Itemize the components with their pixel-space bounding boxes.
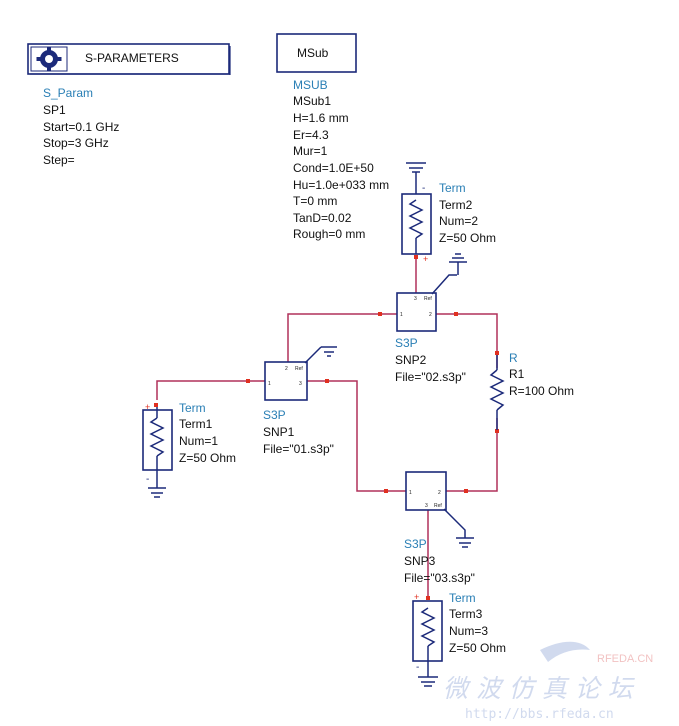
snp3-pin3: 3: [425, 503, 428, 509]
watermark: RFEDA.CN 微 波 仿 真 论 坛 http://bbs.rfeda.cn: [443, 641, 653, 722]
snp1-pin2: 2: [285, 366, 288, 372]
msub-box-label: MSub: [297, 46, 329, 60]
msub-param-mur: Mur=1: [293, 144, 328, 158]
watermark-chinese: 微 波 仿 真 论 坛: [443, 674, 636, 703]
msub-component[interactable]: MSub: [276, 33, 357, 73]
r1-instance: R1: [509, 367, 525, 381]
sparam-type: S_Param: [43, 86, 93, 100]
snp3-type: S3P: [404, 537, 427, 551]
term3-minus: -: [416, 662, 419, 673]
r1-type: R: [509, 351, 518, 365]
snp3-instance: SNP3: [404, 554, 436, 568]
term2-num: Num=2: [439, 214, 478, 228]
sparam-header: S-PARAMETERS: [85, 51, 179, 65]
sparam-instance: SP1: [43, 103, 66, 117]
wire-snp1-snp2: [287, 313, 397, 362]
msub-param-rough: Rough=0 mm: [293, 227, 365, 241]
term3-z: Z=50 Ohm: [449, 641, 506, 655]
wire-snp2-r1: [436, 313, 498, 368]
snp2-file: File="02.s3p": [395, 370, 466, 384]
msub-param-tand: TanD=0.02: [293, 211, 352, 225]
term3-type: Term: [449, 591, 476, 605]
term1-minus: -: [146, 474, 149, 485]
msub-param-t: T=0 mm: [293, 194, 337, 208]
bird-logo-icon: [540, 641, 590, 662]
term1-plus: +: [145, 402, 150, 412]
sparam-start: Start=0.1 GHz: [43, 120, 119, 134]
term2-port[interactable]: - +: [401, 162, 432, 264]
snp3-block[interactable]: 1 2 3 Ref: [405, 471, 474, 548]
wires: [156, 258, 498, 600]
term2-type: Term: [439, 181, 466, 195]
wire-r1-snp3: [446, 418, 498, 492]
term3-port[interactable]: + -: [412, 592, 443, 687]
msub-instance: MSub1: [293, 94, 331, 108]
term3-instance: Term3: [449, 607, 483, 621]
snp2-pin3: 3: [414, 296, 417, 302]
snp3-pin1: 1: [409, 490, 412, 496]
msub-type: MSUB: [293, 78, 328, 92]
snp1-instance: SNP1: [263, 425, 295, 439]
snp1-ref: Ref: [295, 366, 303, 372]
r1-resistor[interactable]: [489, 355, 505, 430]
term3-num: Num=3: [449, 624, 488, 638]
snp2-pin1: 1: [400, 312, 403, 318]
term2-plus: +: [423, 254, 428, 264]
wire-junction-dots: [154, 255, 499, 600]
watermark-brand: RFEDA.CN: [597, 653, 653, 665]
snp2-type: S3P: [395, 336, 418, 350]
sparam-step: Step=: [43, 153, 75, 167]
snp3-pin2: 2: [438, 490, 441, 496]
snp2-ref: Ref: [424, 296, 432, 302]
snp1-pin1: 1: [268, 381, 271, 387]
term1-z: Z=50 Ohm: [179, 451, 236, 465]
term1-instance: Term1: [179, 417, 213, 431]
sparam-controller[interactable]: S-PARAMETERS: [27, 43, 231, 75]
term1-type: Term: [179, 401, 206, 415]
snp2-instance: SNP2: [395, 353, 427, 367]
msub-param-hu: Hu=1.0e+033 mm: [293, 178, 389, 192]
snp2-block[interactable]: 1 2 3 Ref: [396, 253, 467, 332]
wire-snp1-snp3: [307, 380, 406, 492]
term1-port[interactable]: + -: [142, 402, 173, 498]
msub-param-er: Er=4.3: [293, 128, 329, 142]
snp3-ref: Ref: [434, 503, 442, 509]
snp3-file: File="03.s3p": [404, 571, 475, 585]
snp1-block[interactable]: 1 3 2 Ref: [264, 346, 337, 401]
msub-param-cond: Cond=1.0E+50: [293, 161, 374, 175]
snp1-pin3: 3: [299, 381, 302, 387]
term2-z: Z=50 Ohm: [439, 231, 496, 245]
msub-param-h: H=1.6 mm: [293, 111, 349, 125]
snp1-type: S3P: [263, 408, 286, 422]
term2-instance: Term2: [439, 198, 473, 212]
snp1-file: File="01.s3p": [263, 442, 334, 456]
term1-num: Num=1: [179, 434, 218, 448]
wire-term1-snp1: [156, 380, 265, 400]
sparam-stop: Stop=3 GHz: [43, 136, 109, 150]
gear-icon: [30, 46, 68, 72]
watermark-url: http://bbs.rfeda.cn: [465, 707, 614, 722]
term3-plus: +: [414, 592, 419, 602]
term2-minus: -: [422, 183, 425, 194]
r1-value: R=100 Ohm: [509, 384, 574, 398]
snp2-pin2: 2: [429, 312, 432, 318]
